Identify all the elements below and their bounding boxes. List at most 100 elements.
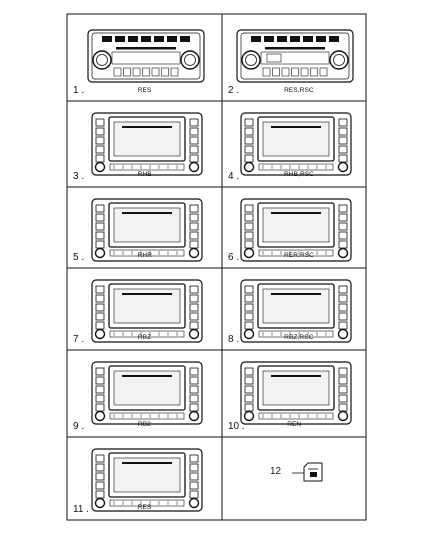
panel-6: 6 .RER,RSC [222,187,366,268]
preset-button [264,36,274,42]
function-button [160,67,169,77]
preset-button [277,36,287,42]
radio-unit-illustration [240,112,352,176]
control-knob [179,50,200,70]
side-button-left [95,145,104,154]
tune-knob [337,161,349,173]
tune-knob [337,328,349,340]
callout-number: 2 . [228,85,240,96]
side-button-right [189,118,198,127]
function-button [291,67,299,77]
side-button-left [95,222,104,231]
frame-border [66,13,367,521]
side-button-right [189,204,198,213]
preset-button [251,36,261,42]
callout-number: 10 . [228,421,245,432]
side-button-left [95,454,104,463]
preset-button [329,36,339,42]
radio-unit-illustration [240,279,352,343]
side-button-left [244,367,254,376]
function-button [319,67,328,77]
side-button-right [338,127,348,136]
bottom-strip [258,330,334,338]
side-button-left [95,136,104,145]
side-button-right [189,127,198,136]
tune-knob [188,497,199,509]
side-button-left [244,385,254,394]
panel-12: 12 [222,437,366,520]
side-button-right [189,285,198,294]
panel-7: 7 .RBZ [67,268,222,350]
cd-slot [265,47,325,50]
volume-knob [243,410,255,422]
preset-button [101,36,112,42]
side-button-right [189,222,198,231]
callout-number: 11 . [73,504,89,515]
side-button-left [95,303,104,312]
side-button-right [338,294,348,303]
side-button-right [189,294,198,303]
radio-unit-illustration [90,361,203,425]
side-button-left [95,463,104,472]
function-button [113,67,121,77]
control-knob [329,50,349,70]
option-code: RHB [137,171,152,178]
side-button-right [189,472,198,481]
side-button-right [189,454,198,463]
side-button-left [95,385,104,394]
side-button-left [95,231,104,240]
side-button-left [95,285,104,294]
function-button [132,67,140,77]
side-button-right [338,222,348,231]
radio-unit-illustration [240,361,352,425]
side-button-right [189,367,198,376]
bottom-strip [258,249,334,257]
side-button-right [338,394,348,403]
option-code: RHR [137,252,153,259]
side-button-left [95,312,104,321]
radio-unit-illustration [86,29,205,83]
panel-8: 8 .RBZ,RSC [222,268,366,350]
side-button-left [95,376,104,385]
bottom-strip [109,249,184,257]
option-code: RES [137,504,152,511]
preset-button [140,36,151,42]
option-code: RBZ [137,334,152,341]
side-button-left [244,204,254,213]
panel-3: 3 .RHB [67,101,222,187]
panel-2: 2 .RES,RSC [222,14,366,101]
function-button [262,67,271,77]
knob-ring [333,54,345,66]
volume-knob [94,328,105,340]
panel-9: 9 .RB2 [67,350,222,437]
side-button-left [244,376,254,385]
side-button-left [244,231,254,240]
side-button-right [189,303,198,312]
radio-faceplate [86,29,205,83]
radio-bezel [240,32,350,80]
radio-unit-illustration [90,112,203,176]
side-button-left [95,118,104,127]
side-button-right [338,118,348,127]
cd-slot [115,47,176,50]
callout-number: 8 . [228,334,240,345]
side-button-left [244,285,254,294]
volume-knob [94,497,105,509]
bottom-strip [109,412,184,420]
side-button-right [189,312,198,321]
side-button-left [244,312,254,321]
panel-11: 11 . RES [67,437,222,520]
side-button-right [189,145,198,154]
side-button-right [189,376,198,385]
preset-button [153,36,164,42]
side-button-left [244,394,254,403]
preset-button [316,36,326,42]
radio-unit-illustration [90,448,203,512]
knob-ring [95,54,108,66]
function-button [122,67,131,77]
function-button [281,67,290,77]
option-code: REN [287,421,302,428]
side-button-left [95,367,104,376]
